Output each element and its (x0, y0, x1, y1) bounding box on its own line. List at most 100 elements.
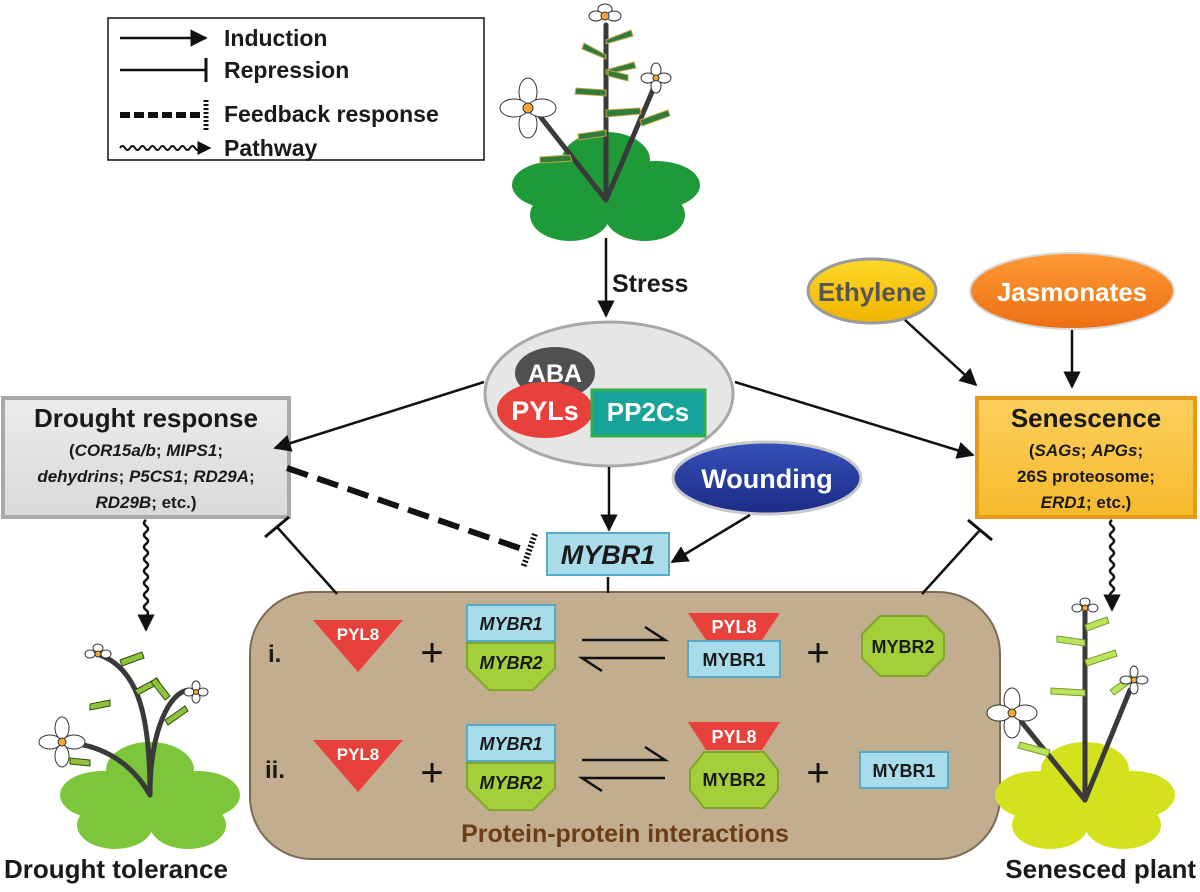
flower-icon (84, 643, 112, 659)
legend-feedback-label: Feedback response (224, 101, 439, 127)
wounding-node: Wounding (671, 440, 863, 516)
mybr2-hexagon (689, 751, 779, 809)
pyl8-label: PYL8 (711, 727, 756, 747)
pyl8-label: PYL8 (337, 745, 380, 764)
senescence-genes-line2: 26S proteosome; (1017, 467, 1155, 486)
stress-label: Stress (612, 270, 688, 298)
drought-plant-leaves (69, 651, 189, 767)
flower-icon (499, 77, 557, 139)
flower-icon (1119, 665, 1149, 695)
flower-icon (640, 62, 672, 94)
legend-repression-label: Repression (224, 57, 349, 83)
plus-sign: + (806, 751, 829, 795)
mybr2-plain-label: MYBR2 (871, 637, 934, 657)
drought-genes-line1: (COR15a/b; MIPS1; (69, 441, 223, 460)
mybr1-plain-label: MYBR1 (702, 650, 765, 670)
drought-tolerant-plant (38, 643, 240, 849)
drought-response-box: Drought response (COR15a/b; MIPS1; dehyd… (1, 396, 291, 519)
ppi-box (249, 591, 1001, 860)
aba-to-drought-arrow (273, 380, 485, 452)
pyl8-cap (688, 613, 780, 640)
flower-icon (38, 716, 86, 768)
senesced-plant-label: Senesced plant (1005, 854, 1196, 884)
aba-to-senescence-arrow (734, 380, 975, 459)
mybr1-label: MYBR1 (561, 540, 656, 570)
ppi-row-i: i. PYL8 + MYBR1 MYBR2 PYL8 MYBR1 + MYBR2 (268, 604, 945, 691)
jasmonates-label: Jasmonates (997, 277, 1147, 307)
pp2cs-node (590, 388, 707, 438)
ethylene-node: Ethylene (806, 257, 938, 325)
mybr1-plain-label: MYBR1 (872, 761, 935, 781)
legend: Induction Repression Feedback response P… (107, 17, 485, 161)
pyl8-triangle (313, 620, 403, 672)
drought-genes-line2: dehydrins; P5CS1; RD29A; (37, 467, 254, 486)
mybr2-label: MYBR2 (479, 653, 542, 673)
equilibrium-arrows (577, 745, 670, 793)
drought-pathway-arrow (137, 519, 155, 632)
legend-repression: Repression (120, 57, 349, 83)
legend-feedback: Feedback response (120, 100, 439, 130)
senescence-pathway-arrow (1103, 519, 1121, 612)
mybr1-label: MYBR1 (479, 614, 542, 634)
pyl8-cap (688, 722, 780, 750)
ppi-row-ii: ii. PYL8 + MYBR1 MYBR2 PYL8 MYBR2 + MYBR… (265, 722, 949, 811)
legend-pathway: Pathway (119, 135, 318, 161)
senescence-box: Senescence (SAGs; APGs; 26S proteosome; … (975, 396, 1197, 519)
pyl8-triangle (313, 740, 403, 792)
pyls-node (497, 382, 593, 438)
drought-tolerance-label: Drought tolerance (4, 854, 228, 884)
senescence-genes-line3: ERD1; etc.) (1041, 493, 1132, 512)
ppi-row-ii-label: ii. (265, 757, 285, 784)
mybr1-box (466, 604, 556, 642)
pyl8-label: PYL8 (711, 617, 756, 637)
mybr1-label: MYBR1 (479, 734, 542, 754)
pp2cs-label: PP2Cs (607, 397, 689, 427)
pyls-label: PYLs (511, 396, 579, 426)
aba-complex: ABA PYLs PP2Cs (483, 320, 735, 468)
ppi-title: Protein-protein interactions (461, 820, 789, 848)
plus-sign: + (420, 631, 443, 675)
drought-response-title: Drought response (34, 403, 258, 433)
stressed-plant-leaves (539, 29, 671, 164)
mybr2-hexagon (466, 642, 556, 691)
drought-genes-line3: RD29B; etc.) (95, 493, 196, 512)
jasmonates-node: Jasmonates (969, 252, 1175, 330)
flower-icon (588, 3, 622, 22)
senesced-plant-leaves (1017, 616, 1137, 757)
ppi-repress-senescence-bar (967, 518, 993, 542)
legend-induction-label: Induction (224, 25, 327, 51)
mybr2-hexagon (466, 762, 556, 811)
senescence-genes-line1: (SAGs; APGs; (1029, 441, 1143, 460)
stressed-plant (499, 3, 700, 241)
rosette-yellow-green (995, 742, 1175, 849)
rosette-light-green (60, 742, 240, 849)
mybr2-plain-label: MYBR2 (702, 770, 765, 790)
ppi-row-i-label: i. (268, 641, 281, 668)
mybr1-node: MYBR1 (546, 532, 670, 576)
ppi-repress-drought-bar (264, 515, 290, 539)
ethylene-label: Ethylene (818, 277, 926, 307)
mybr1-box (466, 724, 556, 762)
flower-icon (1071, 597, 1099, 613)
legend-pathway-label: Pathway (224, 135, 318, 161)
flower-icon (183, 680, 209, 704)
mybr2-hexagon (861, 615, 945, 677)
ppi-repress-senescence-line (921, 529, 981, 595)
senescence-title: Senescence (1011, 403, 1161, 433)
flower-icon (986, 687, 1038, 739)
senesced-plant (986, 597, 1175, 849)
feedback-bar (520, 533, 538, 569)
pyl8-label: PYL8 (337, 625, 380, 644)
plus-sign: + (806, 631, 829, 675)
mybr1-box (687, 640, 781, 678)
mybr1-box (859, 751, 949, 789)
equilibrium-arrows (577, 625, 670, 673)
plus-sign: + (420, 751, 443, 795)
wounding-label: Wounding (701, 464, 832, 494)
ppi-repress-drought-line (276, 526, 338, 595)
feedback-line (286, 465, 526, 553)
wounding-to-mybr1-arrow (670, 513, 751, 564)
mybr2-label: MYBR2 (479, 773, 542, 793)
